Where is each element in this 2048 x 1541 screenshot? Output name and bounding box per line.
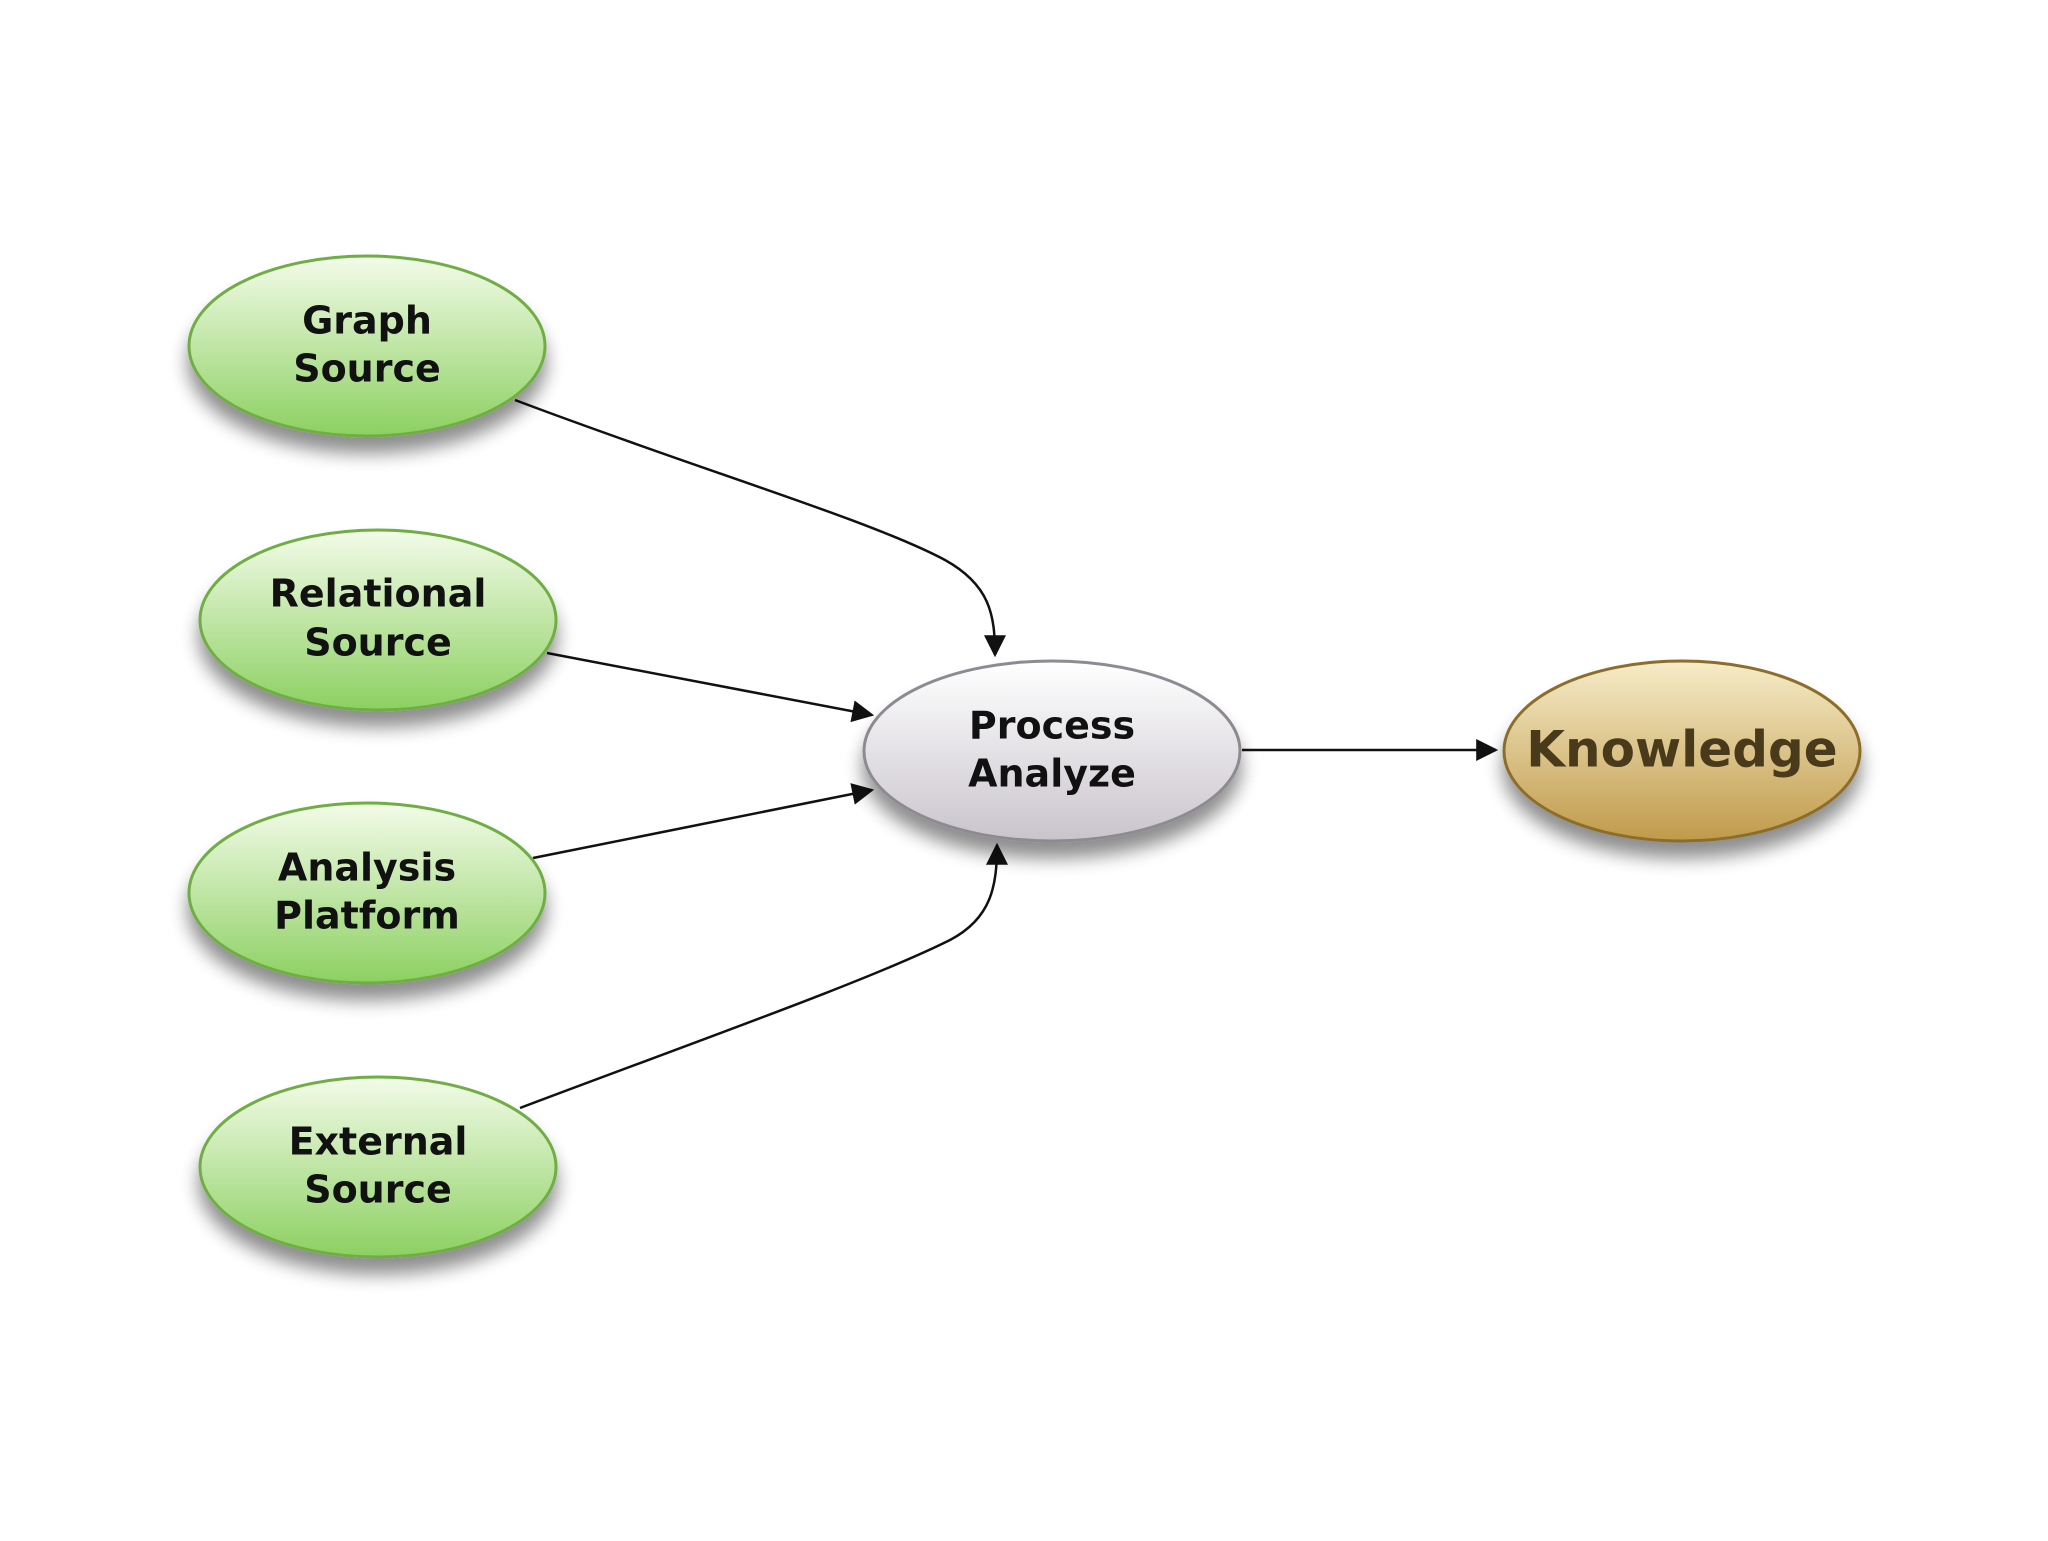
node-knowledge-shape — [1502, 659, 1862, 843]
node-analysis-platform[interactable]: Analysis Platform — [187, 801, 547, 985]
edge-relational-to-process — [546, 651, 875, 723]
node-relational-source-shape — [198, 528, 558, 712]
node-process-analyze[interactable]: Process Analyze — [862, 659, 1242, 843]
node-knowledge-label: Knowledge — [1526, 721, 1837, 779]
node-relational-source-label-1: Relational — [270, 572, 487, 616]
node-knowledge[interactable]: Knowledge — [1502, 659, 1862, 843]
edge-analysis-to-process — [532, 783, 875, 860]
node-external-source-shape — [198, 1075, 558, 1259]
node-graph-source-shape — [187, 254, 547, 438]
node-analysis-platform-label-1: Analysis — [278, 846, 456, 890]
node-analysis-platform-shape — [187, 801, 547, 985]
node-graph-source-label-2: Source — [293, 347, 441, 391]
edge-external-to-process — [519, 842, 1008, 1110]
node-process-analyze-label-1: Process — [969, 704, 1135, 748]
node-process-analyze-label-2: Analyze — [968, 752, 1136, 796]
node-graph-source-label-1: Graph — [302, 299, 432, 343]
node-process-analyze-shape — [862, 659, 1242, 843]
node-external-source-label-1: External — [289, 1120, 468, 1164]
node-external-source[interactable]: External Source — [198, 1075, 558, 1259]
node-analysis-platform-label-2: Platform — [274, 894, 460, 938]
node-external-source-label-2: Source — [304, 1168, 452, 1212]
edge-graph-to-process — [514, 398, 1006, 658]
node-relational-source-label-2: Source — [304, 621, 452, 665]
node-graph-source[interactable]: Graph Source — [187, 254, 547, 438]
node-relational-source[interactable]: Relational Source — [198, 528, 558, 712]
